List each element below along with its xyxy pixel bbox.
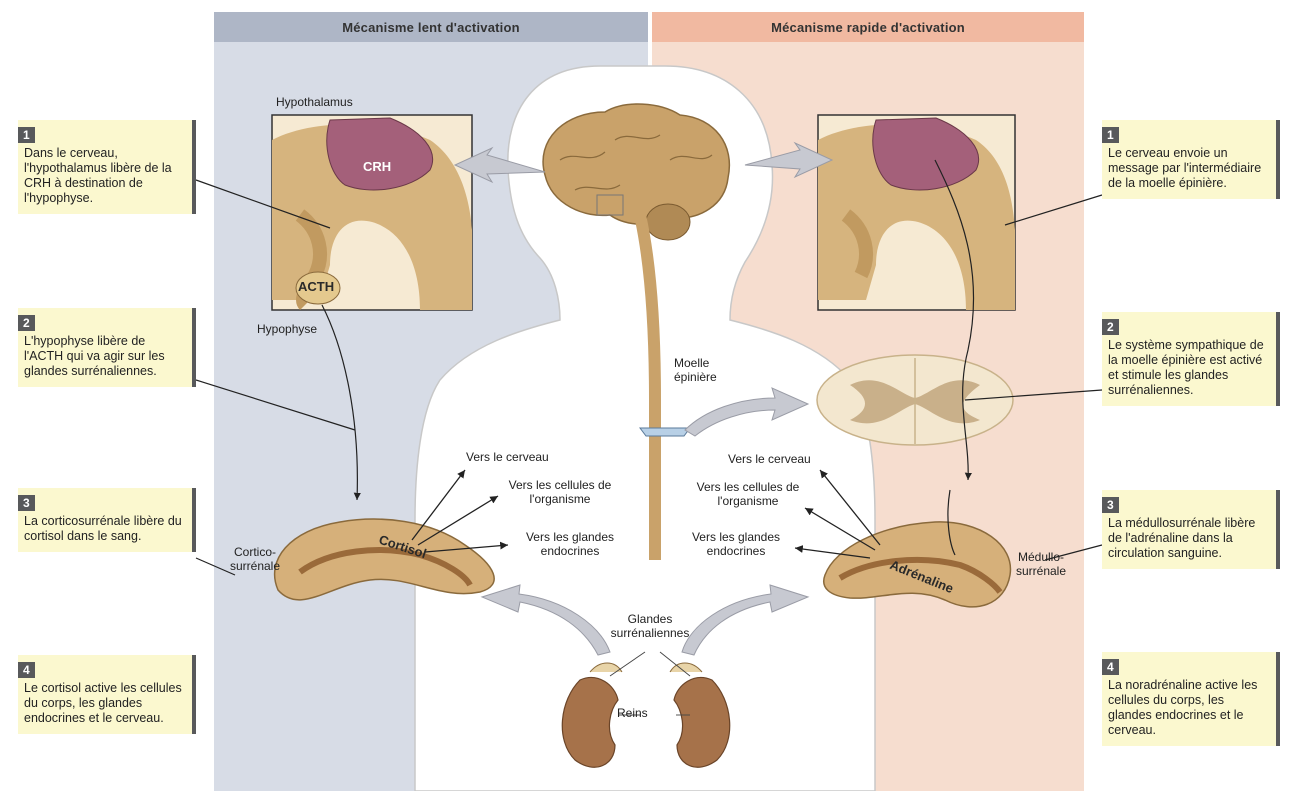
right-step-4: 4 La noradrénaline active les cellules d… (1102, 652, 1280, 746)
step-number: 1 (18, 127, 35, 143)
medullo-label: Médullo-surrénale (1006, 550, 1076, 578)
step-text: La corticosurrénale libère du cortisol d… (24, 514, 184, 544)
right-step-2: 2 Le système sympathique de la moelle ép… (1102, 312, 1280, 406)
reins-label: Reins (617, 706, 648, 720)
left-target-cells: Vers les cellules de l'organisme (500, 478, 620, 506)
step-number: 2 (1102, 319, 1119, 335)
step-number: 1 (1102, 127, 1119, 143)
right-target-glands: Vers les glandes endocrines (676, 530, 796, 558)
left-step-3: 3 La corticosurrénale libère du cortisol… (18, 488, 196, 552)
step-number: 4 (1102, 659, 1119, 675)
hypothalamus-label: Hypothalamus (276, 95, 353, 109)
hypophyse-label: Hypophyse (257, 322, 317, 336)
right-step-1: 1 Le cerveau envoie un message par l'int… (1102, 120, 1280, 199)
step-text: Dans le cerveau, l'hypothalamus libère d… (24, 146, 184, 206)
step-number: 3 (18, 495, 35, 511)
glandes-label: Glandes surrénaliennes (600, 612, 700, 640)
left-step-4: 4 Le cortisol active les cellules du cor… (18, 655, 196, 734)
right-target-cells: Vers les cellules de l'organisme (688, 480, 808, 508)
step-text: L'hypophyse libère de l'ACTH qui va agir… (24, 334, 184, 379)
right-step-3: 3 La médullosurrénale libère de l'adréna… (1102, 490, 1280, 569)
left-target-glands: Vers les glandes endocrines (510, 530, 630, 558)
crh-label: CRH (363, 160, 391, 174)
cortico-label: Cortico-surrénale (222, 545, 288, 573)
step-number: 4 (18, 662, 35, 678)
moelle-label: Moelle épinière (674, 356, 734, 384)
step-text: Le système sympathique de la moelle épin… (1108, 338, 1268, 398)
left-step-2: 2 L'hypophyse libère de l'ACTH qui va ag… (18, 308, 196, 387)
step-number: 2 (18, 315, 35, 331)
step-text: La noradrénaline active les cellules du … (1108, 678, 1268, 738)
left-step-1: 1 Dans le cerveau, l'hypothalamus libère… (18, 120, 196, 214)
step-number: 3 (1102, 497, 1119, 513)
right-target-brain: Vers le cerveau (728, 452, 811, 466)
right-inset (818, 115, 1015, 310)
step-text: Le cerveau envoie un message par l'inter… (1108, 146, 1268, 191)
step-text: Le cortisol active les cellules du corps… (24, 681, 184, 726)
left-target-brain: Vers le cerveau (466, 450, 549, 464)
spinal-cord-section (817, 355, 1013, 445)
step-text: La médullosurrénale libère de l'adrénali… (1108, 516, 1268, 561)
acth-label: ACTH (298, 280, 334, 294)
